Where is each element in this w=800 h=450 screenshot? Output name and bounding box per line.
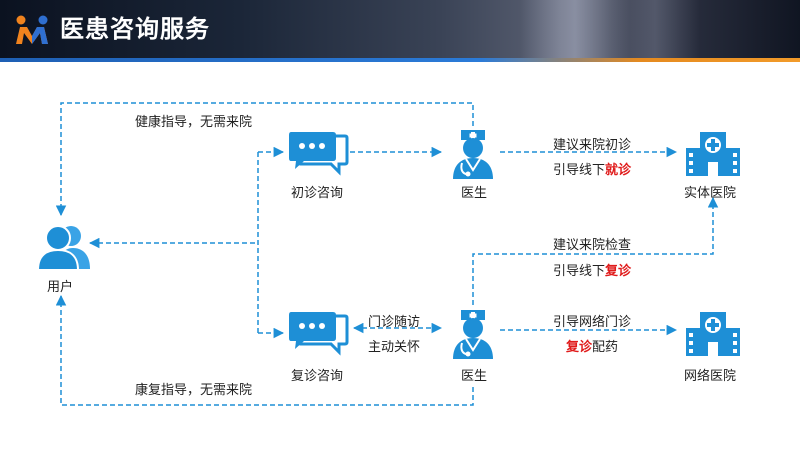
guide-revisit-prefix: 引导线下 bbox=[553, 264, 606, 279]
suggest-exam-label: 建议来院检查 bbox=[553, 238, 632, 253]
first-consult-label: 初诊咨询 bbox=[291, 186, 344, 201]
user-icon bbox=[36, 225, 90, 271]
chat-icon bbox=[289, 132, 349, 176]
hospital-icon bbox=[686, 132, 740, 176]
edge-rehab-guidance bbox=[55, 294, 474, 406]
header-divider bbox=[0, 58, 800, 62]
followup-label: 门诊随访 bbox=[368, 315, 421, 330]
revisit-suffix: 配药 bbox=[592, 340, 619, 355]
guide-offline-highlight: 就诊 bbox=[605, 163, 632, 178]
chat-icon bbox=[289, 312, 349, 356]
doctor-label: 医生 bbox=[461, 186, 488, 201]
guide-offline-prefix: 引导线下 bbox=[553, 163, 606, 178]
logo-icon bbox=[16, 15, 48, 44]
revisit-consult-label: 复诊咨询 bbox=[291, 369, 344, 384]
guide-revisit-highlight: 复诊 bbox=[605, 264, 632, 279]
revisit-medication-label: 复诊配药 bbox=[566, 336, 618, 355]
online-hospital-label: 网络医院 bbox=[684, 369, 737, 384]
guide-revisit-label: 引导线下复诊 bbox=[553, 260, 631, 279]
active-care-label: 主动关怀 bbox=[368, 340, 421, 355]
doctor-label: 医生 bbox=[461, 369, 488, 384]
doctor-icon bbox=[453, 130, 493, 179]
user-label: 用户 bbox=[47, 280, 74, 295]
physical-hospital-label: 实体医院 bbox=[684, 186, 737, 201]
guide-offline-label: 引导线下就诊 bbox=[553, 159, 631, 178]
banner-glow bbox=[520, 0, 630, 58]
header-banner: 医患咨询服务 bbox=[0, 0, 800, 58]
doctor-icon bbox=[453, 310, 493, 359]
health-guidance-label: 健康指导，无需来院 bbox=[135, 115, 253, 130]
rehab-guidance-label: 康复指导，无需来院 bbox=[135, 383, 253, 398]
revisit-highlight: 复诊 bbox=[566, 340, 593, 355]
edge-health-guidance bbox=[55, 102, 474, 217]
page-title: 医患咨询服务 bbox=[60, 15, 210, 43]
edge-suggest-exam bbox=[472, 196, 719, 305]
banner-glow bbox=[610, 0, 700, 58]
suggest-first-visit-label: 建议来院初诊 bbox=[553, 138, 632, 153]
hospital-icon bbox=[686, 312, 740, 356]
guide-online-clinic-label: 引导网络门诊 bbox=[553, 315, 632, 330]
